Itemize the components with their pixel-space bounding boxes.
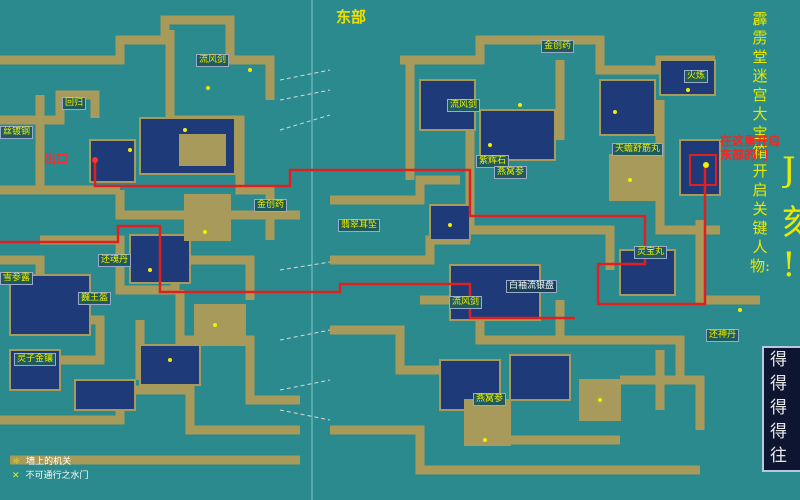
map-label-zisheng: 紫辉石	[476, 155, 510, 168]
big-glyph-1: J	[782, 150, 796, 190]
map-label-jinchuang-b: 金创药	[541, 40, 575, 53]
map-label-tianshan: 天蟾舒筋丸	[612, 143, 664, 156]
map-label-yaocao-a: 燕窝参	[494, 166, 528, 179]
big-glyph-2: 刻	[782, 203, 800, 243]
map-label-liufeng-c: 流风剑	[447, 99, 481, 112]
dialog-char-3: 得	[770, 398, 787, 418]
big-glyph-3: !	[782, 245, 796, 285]
cross-connectors	[279, 69, 331, 421]
west-walls	[0, 15, 300, 465]
map-label-jinchuang-a: 金创药	[254, 199, 288, 212]
legend-text-watergate: 不可通行之水门	[25, 471, 89, 481]
legend-symbol-watergate: ✕	[12, 471, 20, 481]
exit-marker	[92, 157, 98, 163]
legend-text-switch: 墙上的机关	[26, 457, 72, 467]
map-label-left-edge: 丝镀钢	[0, 126, 34, 139]
map-label-white-box: 白袖流银盘	[506, 280, 558, 293]
map-label-liufeng-e: 流风剑	[449, 296, 483, 309]
map-label-yanshan: 雪参露	[0, 272, 34, 285]
map-label-yaocao-b: 燕窝参	[473, 393, 507, 406]
door-note: 在这里开启东部的门	[720, 134, 781, 162]
dialog-char-2: 得	[770, 374, 787, 394]
switch-highlight	[689, 154, 717, 186]
map-label-zhulu: 巍王盔	[78, 292, 112, 305]
map-label-huanhundan-a: 还魂丹	[98, 254, 132, 267]
legend-item-switch: ☼ 墙上的机关	[12, 454, 71, 467]
map-label-zhuyan: 翡翠耳坠	[338, 219, 381, 232]
map-label-linghu: 灵宝丸	[634, 246, 668, 259]
map-label-huanhundan-b: 还神丹	[706, 329, 740, 342]
legend-symbol-switch: ☼	[12, 457, 21, 467]
dialog-char-1: 得	[770, 350, 787, 370]
dialog-char-5: 往	[770, 446, 787, 466]
wall-switch-marker	[703, 162, 709, 168]
side-title: 霹雳堂迷宫大宝箱开启关键人物:	[749, 10, 771, 275]
map-label-huifu: 回归	[62, 97, 87, 110]
legend-item-watergate: ✕ 不可通行之水门	[12, 468, 89, 481]
dialog-char-4: 得	[770, 422, 787, 442]
region-title: 东部	[336, 8, 367, 26]
exit-label: 出口	[44, 152, 69, 166]
dialog-box: 得 得 得 得 往	[762, 346, 800, 472]
map-label-yongzi: 灵子金镶	[14, 353, 57, 366]
map-label-liufeng-a: 流风剑	[196, 54, 230, 67]
map-label-fire: 火炼	[684, 70, 709, 83]
east-rooms	[419, 59, 721, 446]
